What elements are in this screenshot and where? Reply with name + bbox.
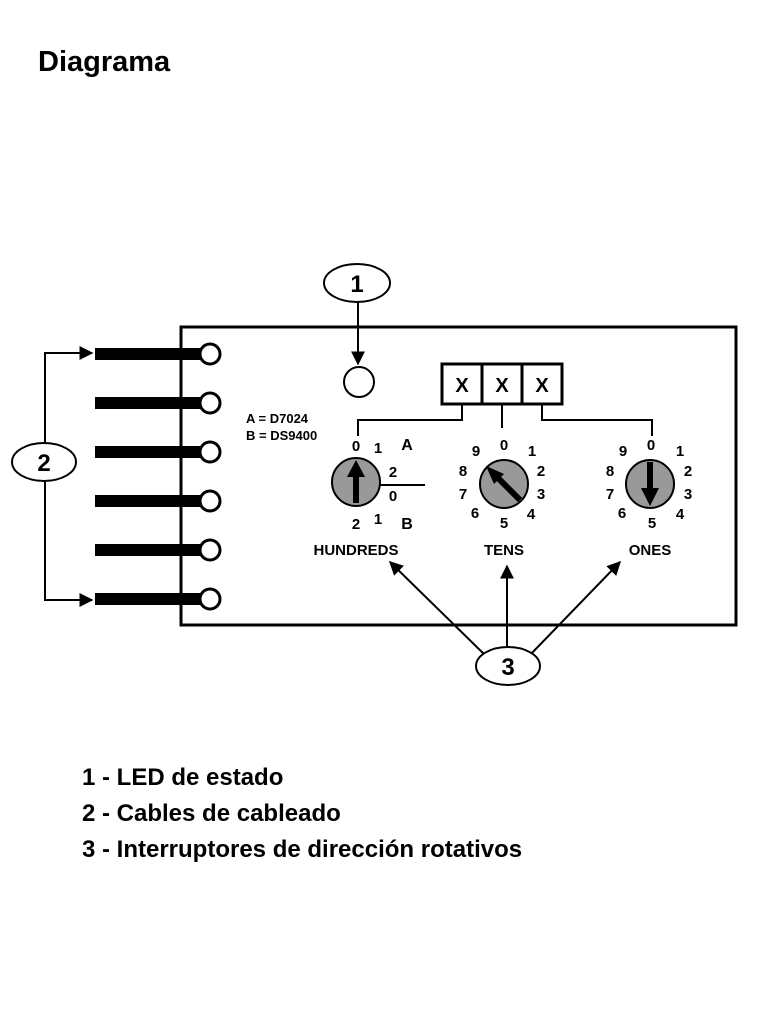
legend-list: 1 - LED de estado 2 - Cables de cableado…	[82, 760, 522, 868]
dial-digit: 1	[374, 511, 382, 528]
address-display: X X X	[440, 362, 564, 406]
dial-digit: 3	[537, 486, 545, 503]
dial-digit: 2	[352, 516, 360, 533]
dial-digit: 2	[389, 464, 397, 481]
address-digit-tens: X	[495, 375, 509, 397]
dial-digit: 0	[647, 437, 655, 454]
wire-lead	[95, 342, 222, 366]
model-label-a: A = D7024	[246, 411, 309, 426]
dial-digit: 1	[374, 440, 382, 457]
address-digit-ones: X	[535, 375, 549, 397]
switches-callout: 3	[388, 560, 621, 686]
tens-switch[interactable]: 0 1 2 3 4 5 6 7 8 9	[459, 437, 545, 532]
hundreds-switch[interactable]: 0 1 2 0 2 1 A B	[331, 437, 425, 533]
dial-digit: 2	[537, 463, 545, 480]
hundreds-label: HUNDREDS	[313, 542, 398, 559]
led-callout: 1	[323, 263, 391, 366]
wire-lead	[95, 538, 222, 562]
dial-digit: 9	[472, 443, 480, 460]
dial-digit: 4	[527, 506, 536, 523]
address-connectors	[357, 404, 653, 436]
dial-digit: 0	[500, 437, 508, 454]
mode-a-label: A	[401, 437, 413, 454]
dial-digit: 7	[606, 486, 614, 503]
ones-label: ONES	[629, 542, 672, 559]
callout-number: 1	[350, 271, 363, 298]
dial-digit: 5	[500, 515, 508, 532]
callout-number: 2	[37, 450, 50, 477]
mode-b-label: B	[401, 516, 413, 533]
dial-digit: 4	[676, 506, 685, 523]
callout-bubble	[11, 442, 77, 482]
wire-lead	[95, 391, 222, 415]
dial-digit: 1	[676, 443, 684, 460]
circuit-board	[179, 325, 738, 627]
dial-digit: 3	[684, 486, 692, 503]
dial-digit: 9	[619, 443, 627, 460]
dial-digit: 6	[471, 505, 479, 522]
wire-leads	[95, 342, 222, 611]
wire-lead	[95, 440, 222, 464]
tens-label: TENS	[484, 542, 524, 559]
model-label-b: B = DS9400	[246, 428, 317, 443]
dial-digit: 1	[528, 443, 536, 460]
legend-item-switches: 3 - Interruptores de dirección rotativos	[82, 836, 523, 863]
legend-item-led: 1 - LED de estado	[82, 764, 284, 791]
dial-digit: 0	[352, 438, 360, 455]
callout-bubble	[475, 646, 541, 686]
dial-digit: 5	[648, 515, 656, 532]
dial-digit: 0	[389, 488, 397, 505]
callout-number: 3	[501, 654, 514, 681]
page-title: Diagrama	[38, 46, 171, 78]
dial-digit: 2	[684, 463, 692, 480]
wire-lead	[95, 587, 222, 611]
status-led	[343, 366, 375, 398]
dial-digit: 6	[618, 505, 626, 522]
legend-item-wires: 2 - Cables de cableado	[82, 800, 341, 827]
ones-switch[interactable]: 0 1 2 3 4 5 6 7 8 9	[606, 437, 692, 532]
wire-lead	[95, 489, 222, 513]
wires-callout: 2	[11, 346, 94, 607]
dial-digit: 7	[459, 486, 467, 503]
dial-digit: 8	[606, 463, 614, 480]
dial-digit: 8	[459, 463, 467, 480]
address-digit-hundreds: X	[455, 375, 469, 397]
